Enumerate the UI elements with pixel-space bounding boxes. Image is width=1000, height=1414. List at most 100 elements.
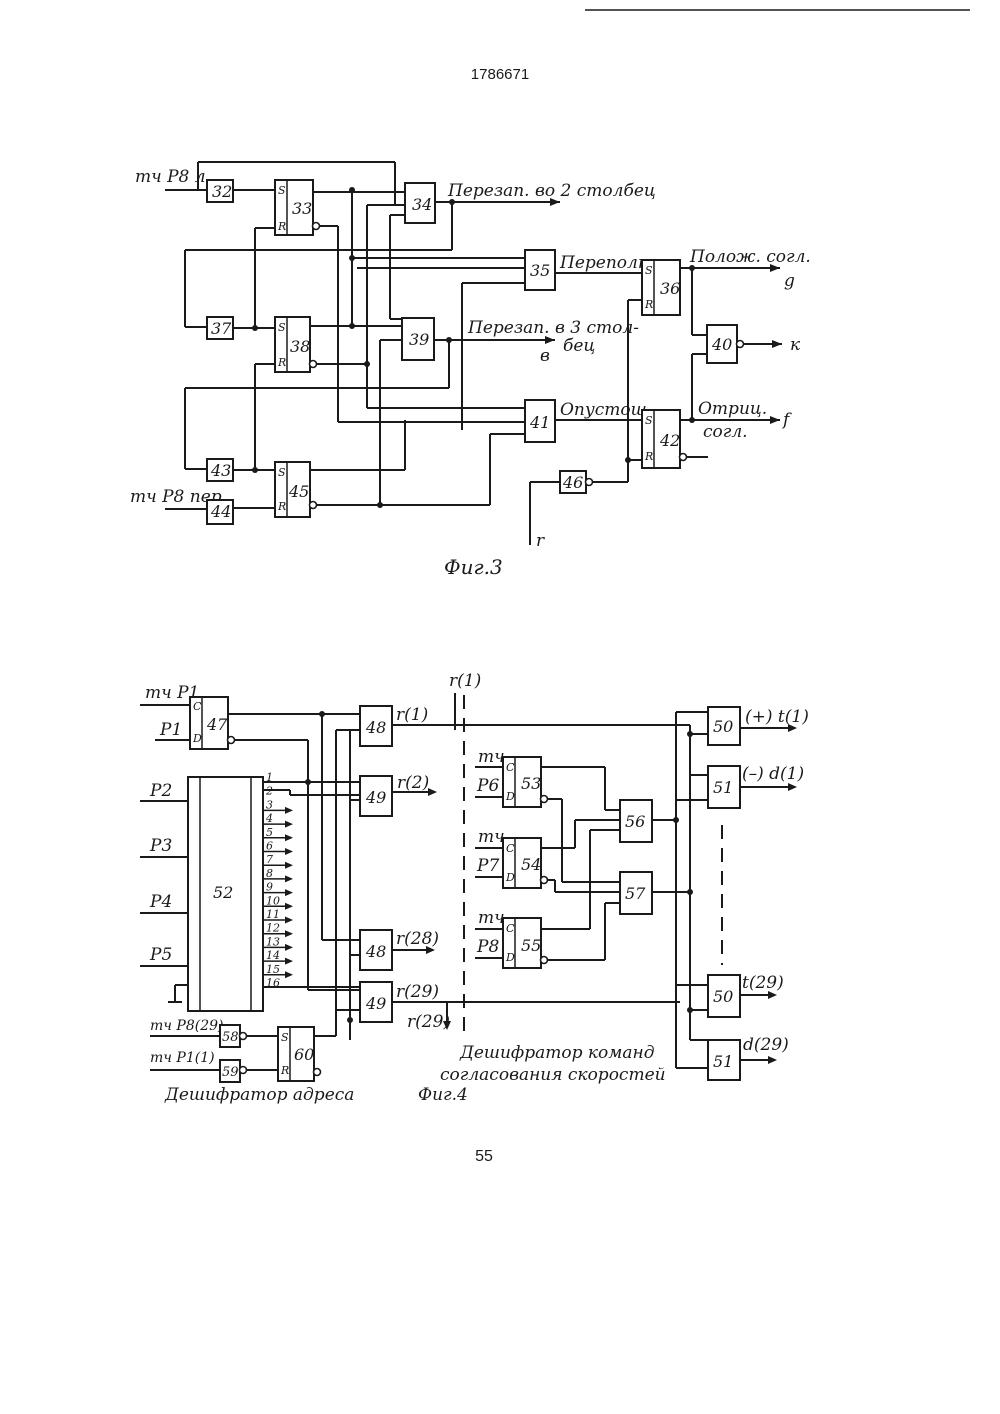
sig-t1: (+) t(1): [745, 707, 809, 727]
out-polozh: Полож. согл.: [689, 247, 811, 267]
out-opustosh: Опустош.: [560, 400, 652, 420]
decoder-output-label: 2: [265, 785, 273, 798]
block-40-label: 40: [711, 335, 732, 354]
fig4-in-p3: Р3: [149, 836, 172, 856]
pin-s-60: S: [281, 1031, 289, 1044]
decoder-output-arrow: [285, 917, 293, 924]
inv-33: [313, 223, 320, 230]
pin-s-45: S: [278, 466, 286, 479]
trigger-54-label: 54: [521, 855, 541, 874]
pin-c-55: C: [506, 922, 515, 935]
block-51-bottom-label: 51: [713, 1052, 733, 1071]
decoder-output-label: 9: [266, 881, 273, 894]
decoder-output-arrow: [285, 944, 293, 951]
trigger-55-label: 55: [521, 936, 541, 955]
block-49-top-label: 49: [365, 788, 386, 807]
decoder-output-arrow: [285, 862, 293, 869]
block-59-label: 59: [222, 1065, 239, 1080]
trigger-53-label: 53: [521, 774, 541, 793]
pin-r-42: R: [644, 450, 653, 463]
pin-d-47: D: [192, 732, 202, 745]
out-rezap3-1: Перезап. в 3 стол-: [467, 318, 639, 338]
decoder-output-label: 3: [266, 798, 273, 811]
pin-c-54: C: [506, 842, 515, 855]
decoder-output-arrow: [285, 930, 293, 937]
trigger-38-label: 38: [290, 337, 310, 356]
pin-d-53: D: [505, 790, 515, 803]
pin-r-33: R: [277, 220, 286, 233]
decoder-output-label: 6: [266, 840, 273, 853]
decoder-output-label: 13: [266, 935, 280, 948]
pin-s-33: S: [278, 184, 286, 197]
trigger-42-label: 42: [659, 431, 680, 450]
pin-s-36: S: [645, 264, 653, 277]
fig4-in-p4: Р4: [149, 892, 172, 912]
decoder-52-outputs: 12345678910111213141516: [263, 771, 293, 990]
decoder-output-label: 7: [266, 853, 273, 866]
fig4-command-decoder-1: Дешифратор команд: [459, 1043, 655, 1063]
decoder-output-arrow: [285, 821, 293, 828]
trigger-33-label: 33: [292, 199, 312, 218]
block-32-label: 32: [212, 182, 232, 201]
sig-d29: d(29): [743, 1035, 789, 1055]
pin-d-55: D: [505, 951, 515, 964]
decoder-output-label: 4: [265, 812, 273, 825]
out-otric-2: согл.: [703, 422, 748, 442]
out-otric-sym: f: [781, 410, 792, 430]
block-50-bottom-label: 50: [713, 987, 733, 1006]
fig3-diagram: тч Р8 л. 32 S R 33 34 Перезап. во 2 стол…: [130, 162, 811, 579]
fig4-in-p1: Р1: [159, 720, 182, 740]
patent-number: 1786671: [471, 66, 529, 83]
decoder-output-arrow: [285, 848, 293, 855]
fig3-input-top: тч Р8 л.: [135, 167, 211, 187]
sig-d1: (–) d(1): [742, 764, 804, 784]
fig4-diagram: тч Р1 Р1 C D 47 52 Р2 Р3 Р4 Р5 123456789…: [140, 671, 809, 1105]
trigger-60-label: 60: [294, 1045, 314, 1064]
out-otric-1: Отриц.: [698, 399, 767, 419]
fig4-in-p5: Р5: [149, 945, 172, 965]
sig-r2: r(2): [397, 773, 429, 793]
trigger-47-label: 47: [206, 715, 228, 734]
block-58-label: 58: [222, 1030, 239, 1045]
out-rezap3-sym: в: [540, 346, 550, 366]
out-k-sym: к: [790, 335, 801, 355]
decoder-output-arrow: [285, 834, 293, 841]
decoder-output-arrow: [285, 903, 293, 910]
page-number: 55: [475, 1148, 493, 1165]
fig4-in-tch55: тч: [478, 908, 505, 928]
pin-d-54: D: [505, 871, 515, 884]
sig-r1-top: r(1): [449, 671, 481, 691]
block-51-top-label: 51: [713, 778, 733, 797]
block-50-top-label: 50: [713, 717, 733, 736]
out-polozh-sym: g: [784, 271, 795, 291]
fig4-in-tchp8-29: тч Р8(29): [150, 1018, 224, 1034]
block-41-label: 41: [529, 413, 550, 432]
fig3-caption: Фиг.3: [444, 555, 503, 579]
fig4-in-p8: Р8: [476, 937, 499, 957]
inv-38: [310, 361, 317, 368]
block-34-label: 34: [412, 195, 432, 214]
decoder-output-arrow: [285, 807, 293, 814]
fig4-address-decoder-label: Дешифратор адреса: [164, 1085, 354, 1105]
block-48-bottom-label: 48: [365, 942, 386, 961]
sig-t29: t(29): [742, 973, 784, 993]
fig4-caption: Фиг.4: [418, 1085, 468, 1105]
block-56-label: 56: [625, 812, 645, 831]
fig4-in-p2: Р2: [149, 781, 172, 801]
block-44-label: 44: [210, 502, 231, 521]
sig-r29: r(29): [396, 982, 439, 1002]
out-rezap2: Перезап. во 2 столбец: [447, 181, 656, 201]
block-37-label: 37: [211, 319, 232, 338]
fig4-in-p6: Р6: [476, 776, 499, 796]
decoder-output-arrow: [285, 889, 293, 896]
pin-r-38: R: [277, 356, 286, 369]
sig-r1: r(1): [396, 705, 428, 725]
block-39-label: 39: [409, 330, 429, 349]
decoder-output-label: 14: [266, 949, 280, 962]
block-57-label: 57: [625, 884, 646, 903]
decoder-output-label: 15: [266, 963, 280, 976]
pin-r-45: R: [277, 500, 286, 513]
pin-s-38: S: [278, 321, 286, 334]
fig4-in-p7: Р7: [476, 856, 499, 876]
fig4-command-decoder-2: согласования скоростей: [440, 1065, 666, 1085]
